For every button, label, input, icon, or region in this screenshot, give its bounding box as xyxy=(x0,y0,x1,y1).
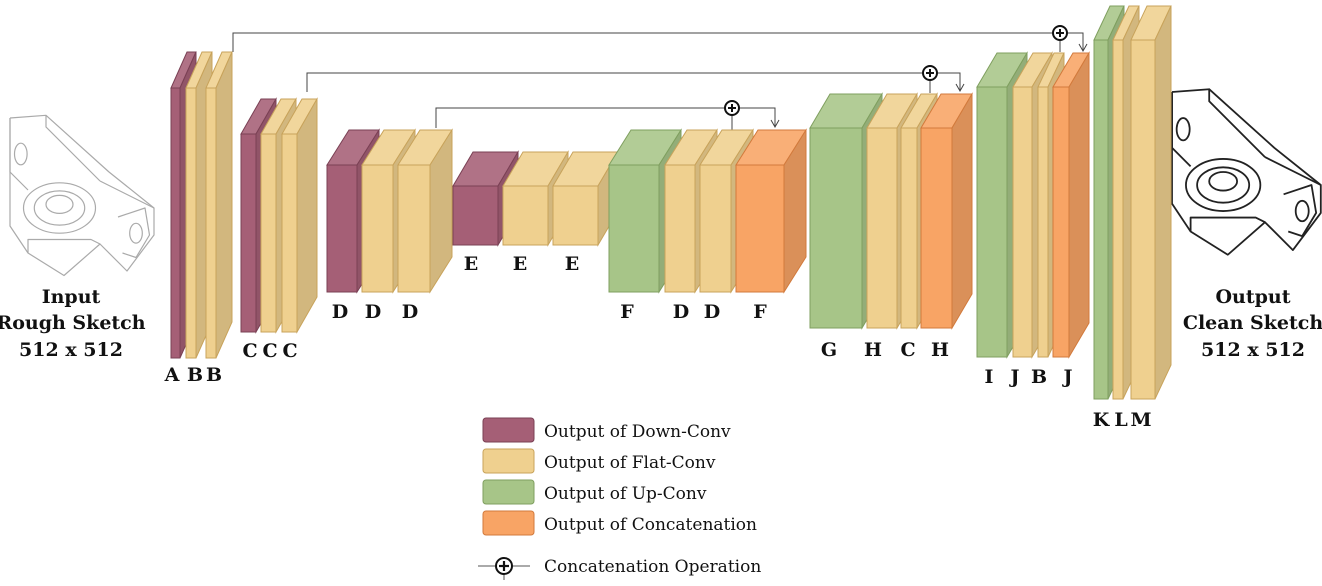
legend-label-flat: Output of Flat-Conv xyxy=(544,453,716,473)
layer-label-19: H xyxy=(931,339,949,361)
skip-connection-bottom-concat-op-icon xyxy=(724,100,740,116)
layer-label-11: E xyxy=(565,253,579,275)
layer-label-7: D xyxy=(365,301,381,323)
layer-block-E-11 xyxy=(552,150,619,247)
layer-label-12: F xyxy=(620,301,634,323)
skip-connection-middle xyxy=(306,65,965,93)
legend-label-down: Output of Down-Conv xyxy=(544,422,731,442)
input-caption-line-1: Input xyxy=(42,286,101,308)
legend-item-flat: Output of Flat-Conv xyxy=(482,448,716,474)
layer-label-10: E xyxy=(513,253,527,275)
layer-label-16: G xyxy=(821,339,837,361)
layer-label-14: D xyxy=(704,301,720,323)
legend-label-up: Output of Up-Conv xyxy=(544,484,707,504)
layer-label-1: B xyxy=(187,364,203,386)
legend-label-concat: Output of Concatenation xyxy=(544,515,757,535)
input-rough-sketch-image xyxy=(9,114,155,277)
layer-label-18: C xyxy=(900,339,915,361)
legend-item-concat-op: Concatenation Operation xyxy=(478,557,761,580)
layer-block-H-19 xyxy=(920,92,973,330)
legend-item-down: Output of Down-Conv xyxy=(482,417,731,443)
layer-block-M-26 xyxy=(1130,5,1172,400)
layer-label-8: D xyxy=(402,301,418,323)
layer-label-22: B xyxy=(1031,366,1047,388)
legend-swatch-concat xyxy=(482,510,535,536)
legend-swatch-flat xyxy=(482,448,535,474)
layer-label-25: L xyxy=(1114,409,1127,431)
legend-swatch-up xyxy=(482,479,535,505)
layer-label-17: H xyxy=(864,339,882,361)
layer-block-E-9 xyxy=(452,150,519,247)
legend-item-up: Output of Up-Conv xyxy=(482,479,707,505)
skip-connection-top-concat-op-icon xyxy=(1052,25,1068,41)
layer-label-5: C xyxy=(282,340,297,362)
output-caption-line-2: Clean Sketch xyxy=(1183,312,1322,334)
layer-block-J-23 xyxy=(1052,51,1090,359)
output-caption-line-1: Output xyxy=(1215,286,1290,308)
skip-connection-top xyxy=(232,25,1088,53)
layer-label-26: M xyxy=(1130,409,1151,431)
skip-connection-bottom xyxy=(435,100,780,130)
layer-block-F-15 xyxy=(735,128,807,294)
input-caption-line-2: Rough Sketch xyxy=(0,312,146,334)
input-caption-line-3: 512 x 512 xyxy=(19,339,123,361)
layer-blocks xyxy=(170,5,1172,400)
layer-label-6: D xyxy=(332,301,348,323)
layer-label-24: K xyxy=(1093,409,1111,431)
input-caption: Input Rough Sketch 512 x 512 xyxy=(0,286,146,361)
output-clean-sketch-image xyxy=(1171,88,1322,256)
legend: Output of Down-Conv Output of Flat-Conv … xyxy=(478,417,761,580)
layer-label-2: B xyxy=(206,364,222,386)
layer-block-B-2 xyxy=(205,51,233,359)
legend-swatch-down xyxy=(482,417,535,443)
skip-connection-middle-concat-op-icon xyxy=(922,65,938,81)
layer-label-4: C xyxy=(262,340,277,362)
layer-label-21: J xyxy=(1009,366,1020,388)
skip-connections xyxy=(232,25,1088,130)
output-caption-line-3: 512 x 512 xyxy=(1201,339,1305,361)
output-caption: Output Clean Sketch 512 x 512 xyxy=(1183,286,1322,361)
layer-label-9: E xyxy=(464,253,478,275)
layer-label-23: J xyxy=(1062,366,1073,388)
layer-block-D-8 xyxy=(397,128,453,294)
layer-label-13: D xyxy=(673,301,689,323)
layer-block-C-5 xyxy=(281,97,318,334)
layer-label-3: C xyxy=(242,340,257,362)
layer-label-15: F xyxy=(753,301,767,323)
layer-label-20: I xyxy=(985,366,994,388)
legend-item-concat: Output of Concatenation xyxy=(482,510,757,536)
legend-label-concat-op: Concatenation Operation xyxy=(544,557,761,577)
layer-label-0: A xyxy=(164,364,180,386)
